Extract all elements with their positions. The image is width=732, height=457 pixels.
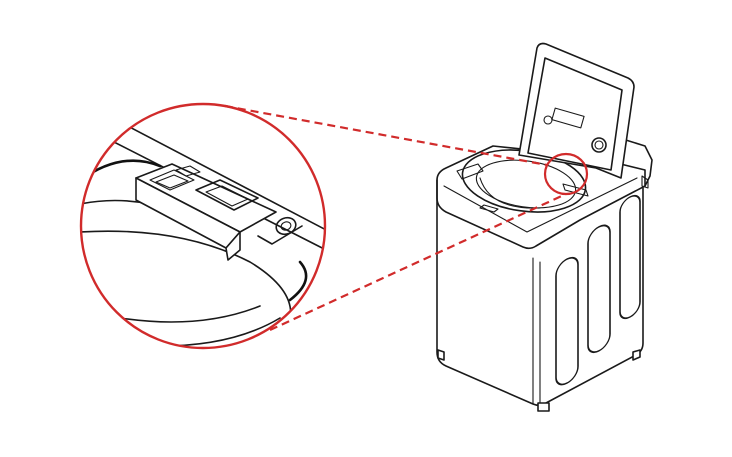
drawer-compartment-left [149, 169, 195, 191]
washer-front-badge [479, 204, 499, 213]
side-panel-recess-3 [619, 194, 641, 320]
washer-lid-hinge [641, 175, 649, 189]
callout-line-top [224, 104, 548, 167]
zoom-dispenser-drawer [135, 163, 277, 261]
washer-foot-left [437, 349, 445, 361]
side-panel-recess-2 [587, 224, 611, 354]
washer-foot-right [632, 349, 641, 361]
zoom-deck-edge [119, 121, 325, 233]
drawer-compartment-right [195, 179, 259, 211]
washer-knob-small [543, 115, 553, 125]
callout-line-bottom [269, 193, 567, 331]
washer-left-dispenser [456, 163, 484, 180]
zoom-detail [81, 121, 325, 347]
callout-group [79, 102, 589, 350]
washer-right-dispenser [562, 183, 589, 197]
side-panel-recess-1 [555, 256, 579, 386]
washer-foot-front [537, 402, 550, 412]
zoom-callout-circle [79, 102, 327, 350]
washer-display [551, 107, 585, 129]
washer-illustration [436, 42, 653, 412]
washer-knob [591, 137, 607, 153]
washer-top-deck [436, 145, 646, 250]
